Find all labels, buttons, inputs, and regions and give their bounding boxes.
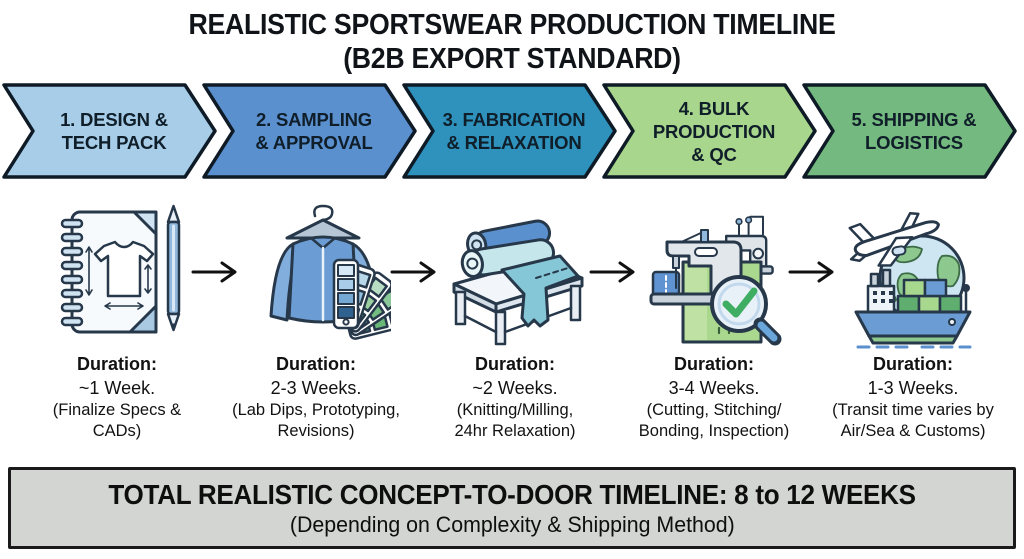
duration-label: Duration: — [873, 354, 953, 374]
fabric-rolls-icon — [452, 219, 584, 346]
stage-chevron-shipping: 5. SHIPPING & LOGISTICS — [802, 82, 1018, 180]
flow-arrow-icon — [588, 259, 640, 285]
stage-icon-sampling — [241, 198, 391, 350]
jacket-swatches-icon — [269, 204, 391, 340]
stage-chevron-bulk-production: 4. BULK PRODUCTION & QC — [602, 82, 818, 180]
page-title: REALISTIC SPORTSWEAR PRODUCTION TIMELINE — [188, 9, 836, 41]
ship-plane-globe-icon — [848, 212, 972, 349]
duration-fabrication: Duration: ~2 Weeks. (Knitting/Milling, 2… — [410, 353, 620, 442]
flow-arrow-icon — [787, 259, 839, 285]
duration-design: Duration: ~1 Week. (Finalize Specs & CAD… — [12, 353, 222, 442]
stage-chevron-sampling: 2. SAMPLING & APPROVAL — [202, 82, 418, 180]
duration-label: Duration: — [77, 354, 157, 374]
total-timeline-note: (Depending on Complexity & Shipping Meth… — [289, 511, 735, 537]
stage-chevron-fabrication: 3. FABRICATION & RELAXATION — [402, 82, 618, 180]
stage-icon-design — [42, 198, 192, 350]
duration-sampling: Duration: 2-3 Weeks. (Lab Dips, Prototyp… — [211, 353, 421, 442]
stage-label: 2. SAMPLING & APPROVAL — [255, 109, 373, 153]
stage-label: 4. BULK PRODUCTION & QC — [652, 97, 776, 165]
stage-chevron-design: 1. DESIGN & TECH PACK — [2, 82, 218, 180]
total-timeline-text: TOTAL REALISTIC CONCEPT-TO-DOOR TIMELINE… — [108, 478, 916, 510]
tech-pack-icon — [60, 204, 181, 334]
stage-icon-bulk-production — [639, 198, 789, 350]
duration-shipping: Duration: 1-3 Weeks. (Transit time varie… — [808, 353, 1018, 442]
stage-label: 3. FABRICATION & RELAXATION — [442, 109, 586, 153]
duration-label: Duration: — [276, 354, 356, 374]
stage-icon-fabrication — [440, 198, 590, 350]
duration-value: 1-3 Weeks. — [867, 378, 959, 398]
duration-bulk-production: Duration: 3-4 Weeks. (Cutting, Stitching… — [609, 353, 819, 442]
duration-label: Duration: — [674, 354, 754, 374]
duration-value: 3-4 Weeks. — [668, 378, 760, 398]
flow-arrow-icon — [389, 259, 441, 285]
page-subtitle: (B2B EXPORT STANDARD) — [343, 43, 681, 75]
header: REALISTIC SPORTSWEAR PRODUCTION TIMELINE… — [0, 8, 1024, 76]
sewing-qc-icon — [649, 215, 782, 346]
duration-value: ~2 Weeks. — [472, 378, 558, 398]
total-timeline-banner: TOTAL REALISTIC CONCEPT-TO-DOOR TIMELINE… — [8, 467, 1016, 549]
stage-label: 1. DESIGN & TECH PACK — [60, 109, 168, 153]
duration-value: 2-3 Weeks. — [270, 378, 362, 398]
stage-icon-shipping — [838, 198, 988, 350]
duration-label: Duration: — [475, 354, 555, 374]
flow-arrow-icon — [190, 259, 242, 285]
stage-label: 5. SHIPPING & LOGISTICS — [851, 109, 977, 153]
duration-value: ~1 Week. — [78, 378, 156, 398]
